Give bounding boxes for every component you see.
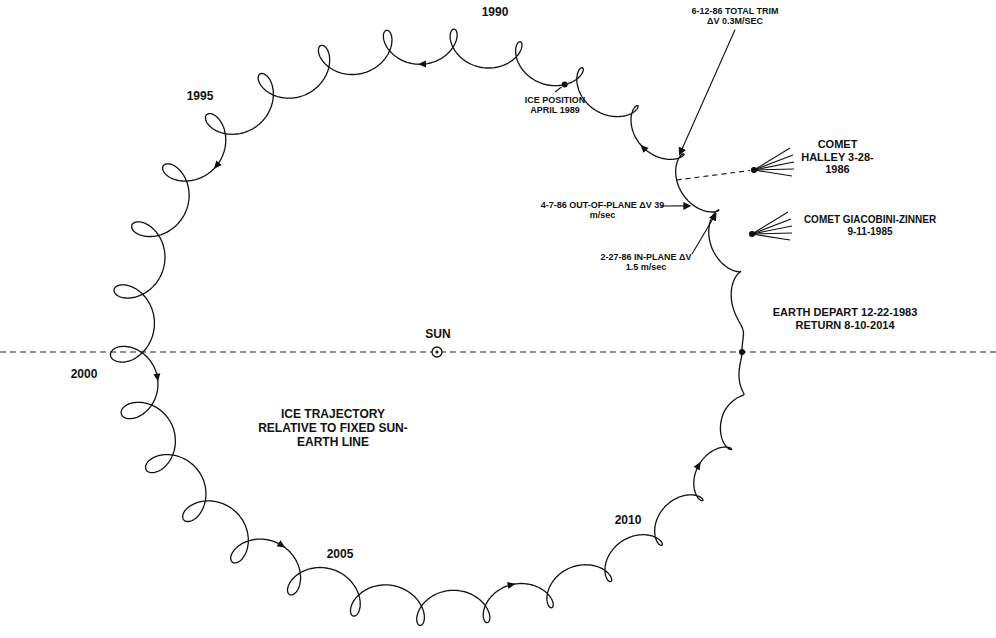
ice-trajectory — [111, 29, 744, 625]
comet-halley-symbol — [752, 148, 795, 176]
maneuver-leader — [661, 205, 690, 206]
direction-arrowhead — [214, 161, 222, 169]
direction-arrowhead — [507, 582, 516, 589]
sun-label: SUN — [418, 328, 458, 342]
sun-symbol — [432, 347, 442, 357]
maneuver-leader — [692, 214, 716, 255]
leader-lines — [555, 30, 750, 254]
year-label: 2005 — [318, 548, 362, 562]
maneuver-note: 2-27-86 IN-PLANE ΔV 1.5 m/sec — [596, 252, 696, 273]
direction-arrowhead — [277, 540, 286, 547]
comet-gz-symbol — [750, 212, 793, 240]
year-label: 2000 — [62, 368, 106, 382]
position-leader — [555, 87, 562, 92]
direction-arrowhead — [153, 373, 160, 381]
direction-arrowhead — [640, 145, 648, 153]
trim-maneuver-note: 6-12-86 TOTAL TRIM ΔV 0.3M/SEC — [685, 6, 785, 27]
earth-label: EARTH DEPART 12-22-1983 RETURN 8-10-2014 — [770, 306, 920, 331]
year-label: 2010 — [606, 514, 650, 528]
trajectory-arrows — [153, 61, 700, 589]
halley-encounter-line — [677, 171, 750, 181]
trim-leader — [680, 30, 736, 155]
year-label: 1990 — [473, 6, 517, 20]
comet-label: COMET GIACOBINI-ZINNER 9-11-1985 — [800, 214, 940, 237]
sun-earth-line — [0, 351, 996, 352]
caption-note: ICE TRAJECTORY RELATIVE TO FIXED SUN-EAR… — [258, 408, 408, 449]
direction-arrowhead — [694, 462, 701, 471]
direction-arrowhead — [418, 61, 426, 68]
year-label: 1995 — [178, 90, 222, 104]
maneuver-note: 4-7-86 OUT-OF-PLANE ΔV 39 m/sec — [540, 200, 665, 221]
ice-position-note: ICE POSITION APRIL 1989 — [520, 95, 590, 116]
comet-label: COMET HALLEY 3-28-1986 — [800, 138, 875, 176]
ice-position-dot — [562, 82, 568, 88]
sun-dot — [436, 351, 439, 354]
